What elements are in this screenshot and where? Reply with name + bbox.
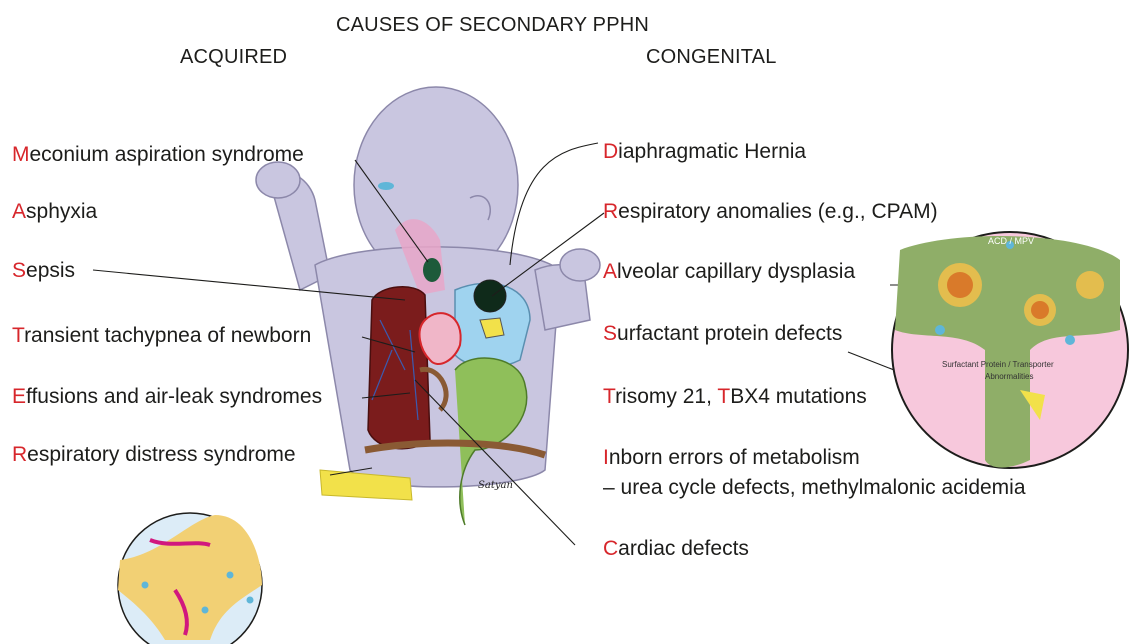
metabolism-subtext: – urea cycle defects, methylmalonic acid… [603, 476, 1026, 500]
item-initial: A [12, 200, 26, 223]
item-text: ardiac defects [618, 537, 749, 560]
item-initial: R [603, 200, 618, 223]
congenital-item-respiratory: Respiratory anomalies (e.g., CPAM) [603, 200, 938, 224]
acquired-item-sepsis: Sepsis [12, 259, 75, 283]
rds-inset [118, 513, 262, 644]
item-initial: S [603, 322, 617, 345]
item-text-2: BX4 mutations [730, 385, 867, 408]
acd-mpv-label: ACD / MPV [988, 236, 1034, 246]
item-text: espiratory distress syndrome [27, 443, 295, 466]
item-initial-2: T [717, 385, 730, 408]
item-text: urfactant protein defects [617, 322, 842, 345]
congenital-item-metabolism: Inborn errors of metabolism [603, 446, 860, 470]
item-text: epsis [26, 259, 75, 282]
item-text: ransient tachypnea of newborn [24, 324, 311, 347]
item-text: sphyxia [26, 200, 97, 223]
item-initial: R [12, 443, 27, 466]
item-text: lveolar capillary dysplasia [617, 260, 855, 283]
congenital-item-hernia: Diaphragmatic Hernia [603, 140, 806, 164]
acquired-item-asphyxia: Asphyxia [12, 200, 97, 224]
item-text: iaphragmatic Hernia [618, 140, 806, 163]
acquired-item-ttn: Transient tachypnea of newborn [12, 324, 311, 348]
item-text: ffusions and air-leak syndromes [26, 385, 322, 408]
item-text: nborn errors of metabolism [609, 446, 860, 469]
congenital-item-cardiac: Cardiac defects [603, 537, 749, 561]
item-text: econium aspiration syndrome [30, 143, 304, 166]
congenital-item-surfactant: Surfactant protein defects [603, 322, 842, 346]
congenital-header: CONGENITAL [646, 46, 777, 69]
item-initial: A [603, 260, 617, 283]
acd-mpv-inset [892, 232, 1128, 468]
surfactant-inset-label-2: Abnormalities [985, 372, 1033, 381]
item-initial: C [603, 537, 618, 560]
congenital-item-trisomy: Trisomy 21, TBX4 mutations [603, 385, 867, 409]
surfactant-inset-label-1: Surfactant Protein / Transporter [942, 360, 1054, 369]
item-initial: E [12, 385, 26, 408]
acquired-item-rds: Respiratory distress syndrome [12, 443, 296, 467]
item-initial: D [603, 140, 618, 163]
diagram-title: CAUSES OF SECONDARY PPHN [336, 14, 649, 37]
acquired-header: ACQUIRED [180, 46, 287, 69]
item-initial: M [12, 143, 30, 166]
acquired-item-meconium: Meconium aspiration syndrome [12, 143, 304, 167]
item-text: espiratory anomalies (e.g., CPAM) [618, 200, 937, 223]
congenital-item-acd: Alveolar capillary dysplasia [603, 260, 855, 284]
item-initial: T [12, 324, 24, 347]
artist-signature: Satyan [478, 480, 513, 491]
item-initial: S [12, 259, 26, 282]
item-text: risomy 21, [615, 385, 717, 408]
acquired-item-effusions: Effusions and air-leak syndromes [12, 385, 322, 409]
item-initial: T [603, 385, 615, 408]
